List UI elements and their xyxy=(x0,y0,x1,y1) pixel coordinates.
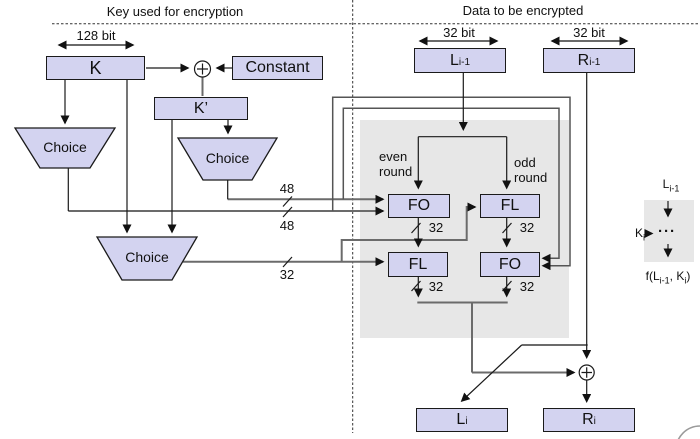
fo-top-box: FO xyxy=(388,194,450,218)
bus-32-label: 32 xyxy=(279,267,295,282)
outer-wrap xyxy=(331,96,571,271)
even-round-label: even round xyxy=(379,149,413,179)
choice-trapezoids xyxy=(13,127,279,281)
odd-round-label: odd round xyxy=(514,155,548,185)
key-section-title: Key used for encryption xyxy=(106,4,244,19)
bus-lines xyxy=(68,77,588,373)
fo-bottom-box: FO xyxy=(480,252,540,277)
left-word-width-label: 32 bit xyxy=(443,25,475,40)
data-section-title: Data to be encrypted xyxy=(462,3,584,18)
bus-48-lower-label: 48 xyxy=(279,218,295,233)
xor-icon-top xyxy=(193,60,212,78)
legend-key-label: Ki xyxy=(634,226,645,243)
right-word-width-label: 32 bit xyxy=(573,25,605,40)
legend-input-label: Li-1 xyxy=(662,177,680,194)
corner-arc xyxy=(677,425,700,439)
thin-connectors xyxy=(60,63,673,403)
w32-fo-top-label: 32 xyxy=(428,220,444,235)
key-wrap-routing xyxy=(331,96,571,271)
key-box: K xyxy=(46,56,145,80)
w32-fl-bottom-label: 32 xyxy=(428,279,444,294)
section-separators xyxy=(52,0,700,433)
fl-top-box: FL xyxy=(480,194,540,218)
bus-48-upper-label: 48 xyxy=(279,181,295,196)
k-prime-box: K’ xyxy=(154,97,248,120)
w32-fl-top-label: 32 xyxy=(519,220,535,235)
choice3-label: Choice xyxy=(125,249,169,265)
inner-wrap xyxy=(342,107,560,263)
choice3-branch-to-fl xyxy=(340,202,477,262)
legend-dots: ··· xyxy=(658,223,676,240)
legend-output-label: f(Li-1, Ki) xyxy=(645,269,691,286)
slash-tick-icons xyxy=(282,196,512,292)
choice3-shape xyxy=(95,236,199,281)
choice1-label: Choice xyxy=(43,139,87,155)
w32-fo-bottom-label: 32 xyxy=(519,279,535,294)
key-width-label: 128 bit xyxy=(76,28,116,43)
bit-width-arrows xyxy=(57,36,629,50)
choice1-shape xyxy=(13,127,117,169)
choice2-label: Choice xyxy=(205,150,250,166)
constant-box: Constant xyxy=(232,56,323,80)
xor-icon-bottom xyxy=(578,364,595,381)
choice2-shape xyxy=(176,137,279,181)
round-output-bus xyxy=(417,301,574,373)
swap-diagonal xyxy=(460,344,523,403)
fl-bottom-box: FL xyxy=(388,252,448,277)
